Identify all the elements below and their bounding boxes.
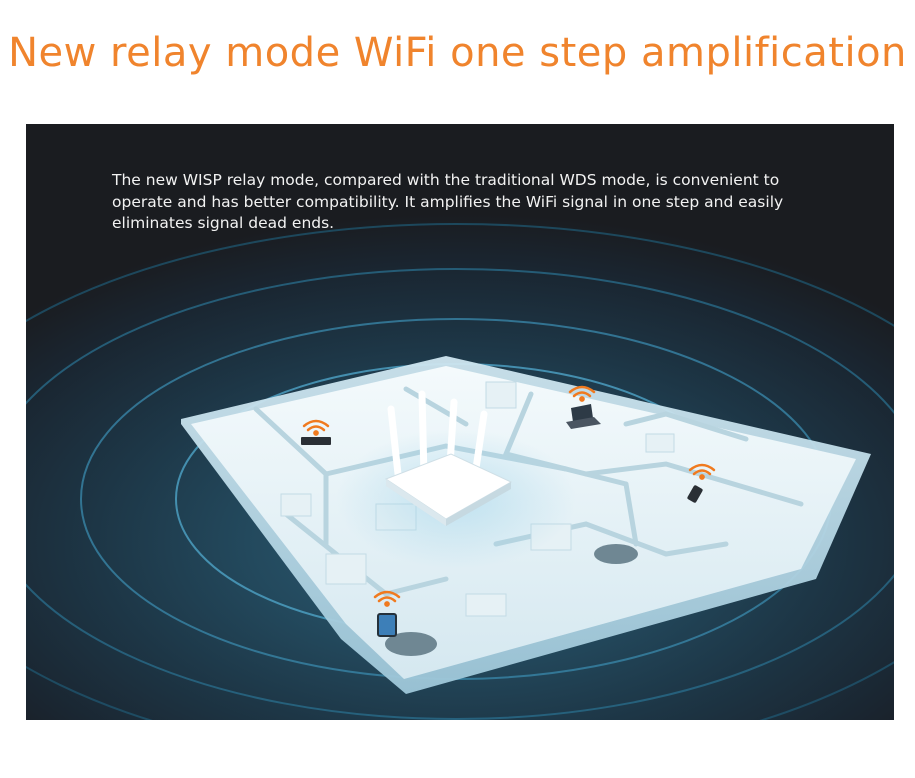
wifi-icon: [568, 385, 596, 402]
headline: New relay mode WiFi one step amplificati…: [8, 30, 907, 76]
description: The new WISP relay mode, compared with t…: [112, 171, 784, 232]
plants: [385, 544, 638, 656]
house-scene: [26, 223, 894, 720]
phone-icon: [687, 485, 703, 503]
tablet-icon: [377, 613, 397, 637]
router-icon: [384, 390, 513, 526]
set-top-box-icon: [301, 437, 331, 445]
illustration-panel: The new WISP relay mode, compared with t…: [26, 124, 894, 720]
laptop-icon: [566, 404, 601, 429]
wifi-icon: [373, 590, 401, 607]
wifi-icon: [302, 419, 330, 436]
wifi-icon: [688, 463, 716, 480]
